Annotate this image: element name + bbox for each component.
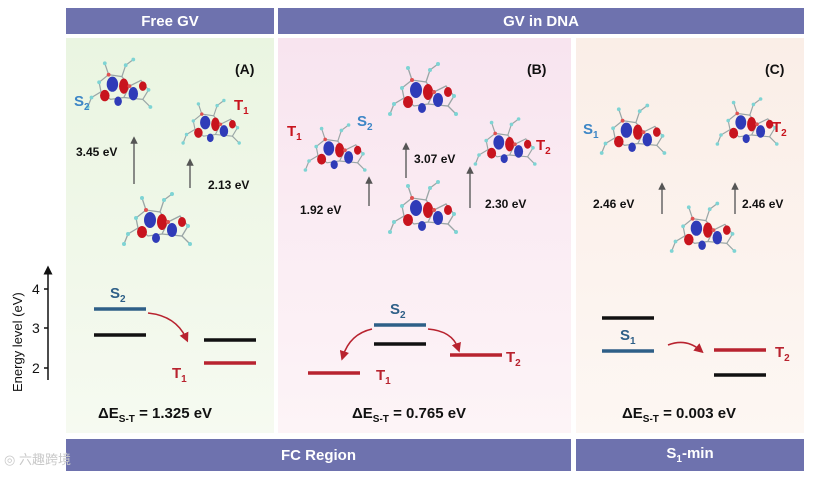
panel-a-t1-orbital — [180, 98, 242, 146]
panel-c-s1-label: S1 — [583, 121, 599, 141]
panel-a-s2-level-label: S2 — [110, 285, 126, 305]
panel-b-t1-orbital — [303, 122, 368, 173]
header-gv-in-dna: GV in DNA — [278, 8, 804, 34]
panel-b-t1-label: T1 — [287, 123, 302, 143]
panel-b-t1-energy: 1.92 eV — [300, 203, 341, 217]
panel-c-t2-label: T2 — [772, 119, 787, 139]
panel-a-isc-arrow — [147, 312, 189, 343]
footer-s1-min: S1-min — [576, 439, 804, 471]
footer-s1-min-label: S1-min — [666, 445, 714, 465]
panel-c-isc-arrow — [667, 341, 704, 354]
footer-fc-region: FC Region — [66, 439, 571, 471]
energy-axis-tick-label-2: 2 — [32, 360, 40, 376]
watermark-text: 六趣跨境 — [18, 452, 71, 467]
panel-c-t2-level-label: T2 — [775, 344, 790, 364]
panel-a-s2-label: S2 — [74, 93, 90, 113]
panel-b-t2-label: T2 — [536, 137, 551, 157]
panel-b-ground-orbital — [387, 179, 459, 235]
panel-c-t2-orbital — [715, 96, 780, 147]
panel-b-s2-label: S2 — [357, 113, 373, 133]
panel-b-gap: ΔES-T = 0.765 eV — [352, 405, 466, 425]
panel-c-s1-level-label: S1 — [620, 327, 636, 347]
panel-b-isc-arrow-t1 — [339, 328, 373, 361]
panel-c-s1-orbital — [599, 102, 667, 156]
panel-a-s2-energy: 3.45 eV — [76, 145, 117, 159]
panel-b-t2-energy: 2.30 eV — [485, 197, 526, 211]
footer-fc-region-label: FC Region — [281, 446, 356, 464]
panel-a-t1-level-label: T1 — [172, 365, 187, 385]
panel-c-ground-orbital — [669, 200, 737, 254]
panel-b-s2-level-label: S2 — [390, 301, 406, 321]
panel-c-gap: ΔES-T = 0.003 eV — [622, 405, 736, 425]
panel-b-t1-level-label: T1 — [376, 367, 391, 387]
energy-axis-tick-label-4: 4 — [32, 281, 40, 297]
energy-axis-label: Energy level (eV) — [10, 292, 25, 392]
header-free-gv-label: Free GV — [141, 12, 199, 30]
watermark: ◎ 六趣跨境 — [4, 449, 71, 468]
panel-b-tag: (B) — [527, 61, 546, 77]
panel-a-t1-energy: 2.13 eV — [208, 178, 249, 192]
panel-a-s2-orbital — [85, 56, 153, 110]
panel-c-t2-energy: 2.46 eV — [742, 197, 783, 211]
panel-a-t1-label: T1 — [234, 97, 249, 117]
panel-a-gap: ΔES-T = 1.325 eV — [98, 405, 212, 425]
panel-c-s1-energy: 2.46 eV — [593, 197, 634, 211]
panel-b-isc-arrow-t2 — [427, 328, 461, 353]
panel-b-t2-orbital — [473, 116, 538, 167]
panel-gv-in-dna-fc — [278, 38, 571, 433]
panel-a-ground-orbital — [121, 191, 193, 247]
header-gv-in-dna-label: GV in DNA — [503, 12, 579, 30]
watermark-logo-icon: ◎ — [4, 452, 19, 467]
panel-c-tag: (C) — [765, 61, 784, 77]
panel-b-s2-energy: 3.07 eV — [414, 152, 455, 166]
panel-a-tag: (A) — [235, 61, 254, 77]
header-free-gv: Free GV — [66, 8, 274, 34]
panel-b-s2-orbital — [387, 61, 459, 117]
panel-b-t2-level-label: T2 — [506, 349, 521, 369]
energy-axis-tick-label-3: 3 — [32, 320, 40, 336]
